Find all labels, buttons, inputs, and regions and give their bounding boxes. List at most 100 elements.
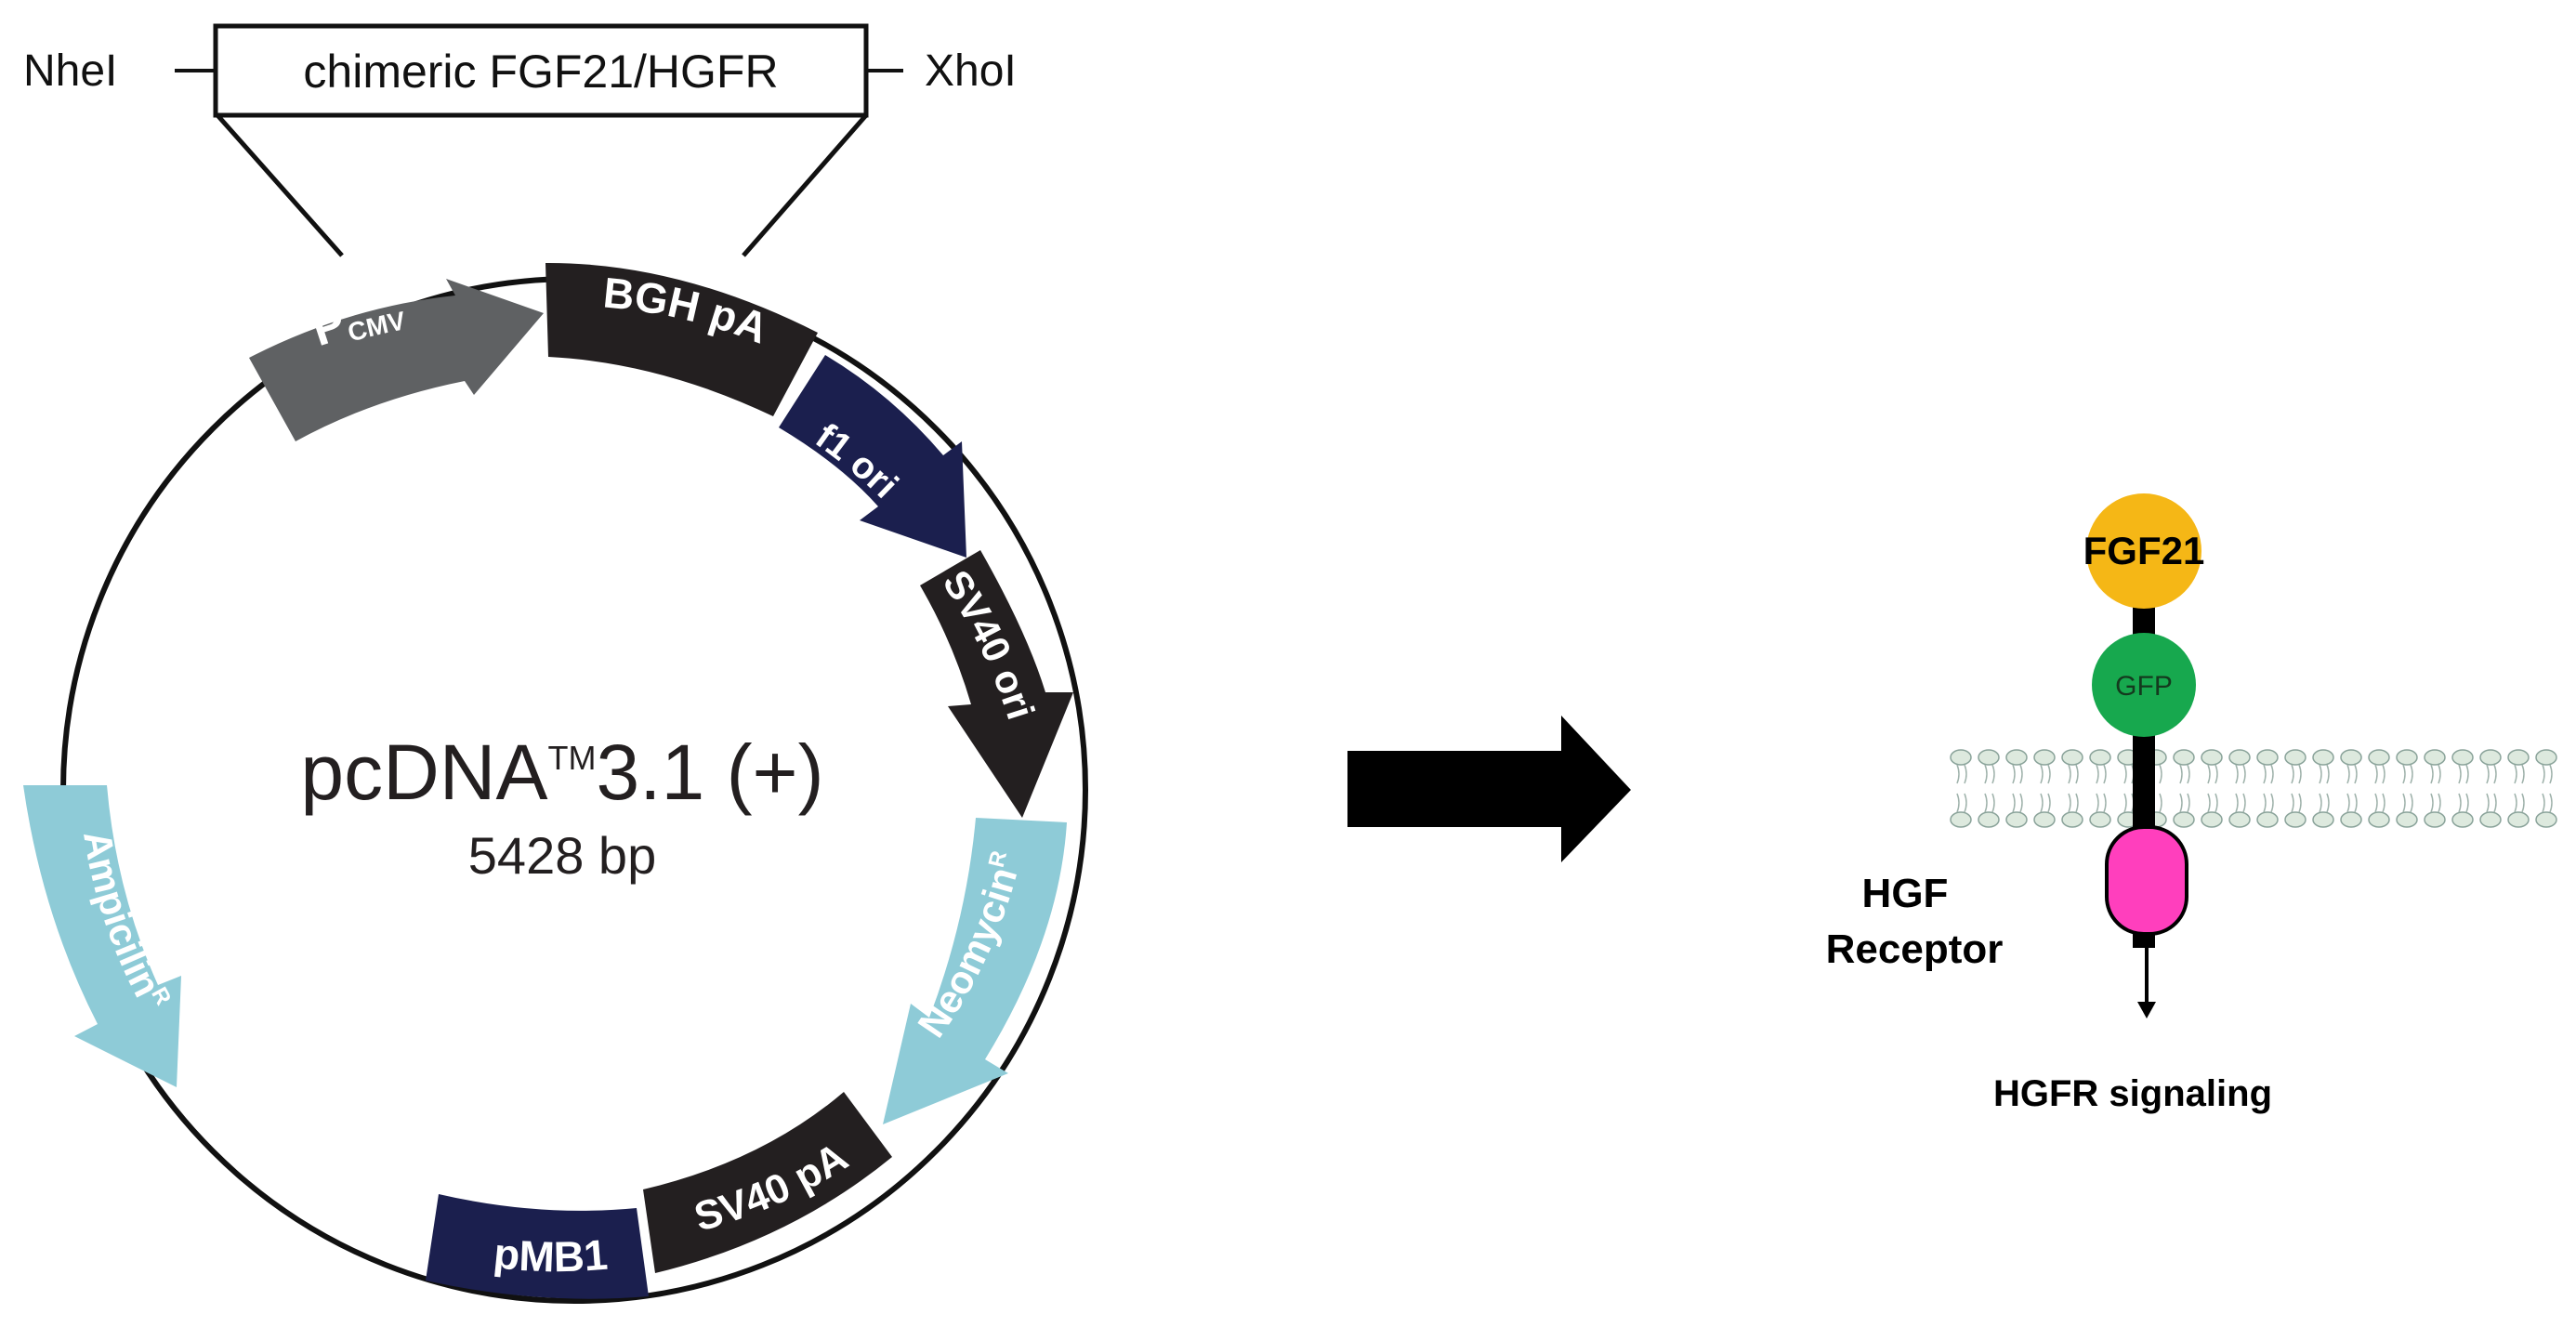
feature-sv40-pa: SV40 pA bbox=[643, 1092, 892, 1273]
phospholipid-tail bbox=[2123, 793, 2127, 813]
phospholipid-head bbox=[2340, 749, 2362, 766]
insert-box-label: chimeric FGF21/HGFR bbox=[303, 46, 778, 98]
phospholipid-tail bbox=[2486, 764, 2490, 784]
phospholipid-tail bbox=[1984, 764, 1988, 784]
phospholipid-head bbox=[2256, 811, 2279, 828]
phospholipid-tail bbox=[2465, 764, 2469, 784]
feature-neomycin: NeomycinR bbox=[883, 818, 1067, 1124]
phospholipid-head bbox=[2284, 749, 2307, 766]
phospholipid-tail bbox=[2326, 764, 2330, 784]
phospholipid-tail bbox=[2438, 764, 2441, 784]
phospholipid-tail bbox=[2207, 793, 2211, 813]
phospholipid-head bbox=[2535, 749, 2557, 766]
phospholipid-tail bbox=[2068, 793, 2071, 813]
phospholipid-tail bbox=[2207, 764, 2211, 784]
phospholipid-tail bbox=[2012, 793, 2016, 813]
phospholipid-tail bbox=[2382, 793, 2385, 813]
phospholipid-tail bbox=[2430, 793, 2434, 813]
phospholipid-tail bbox=[2179, 764, 2183, 784]
phospholipid-tail bbox=[2438, 793, 2441, 813]
phospholipid-head bbox=[2256, 749, 2279, 766]
phospholipid-tail bbox=[2458, 793, 2462, 813]
bgh-block-icon bbox=[545, 262, 818, 416]
phospholipid-tail bbox=[1984, 793, 1988, 813]
pmb1-label: pMB1 bbox=[492, 1228, 610, 1281]
phospholipid-head bbox=[2451, 749, 2474, 766]
phospholipid-tail bbox=[2040, 764, 2044, 784]
plasmid-backbone bbox=[60, 276, 1088, 1304]
phospholipid-head bbox=[2479, 811, 2502, 828]
feature-pcmv: PCMV bbox=[249, 279, 544, 441]
fgf21-label: FGF21 bbox=[2083, 529, 2205, 572]
phospholipid-head bbox=[2005, 811, 2028, 828]
feature-sv40-ori: SV40 ori bbox=[920, 550, 1073, 818]
phospholipid-tail bbox=[2346, 793, 2350, 813]
phospholipid-head bbox=[2173, 811, 2195, 828]
phospholipid-head bbox=[2368, 749, 2390, 766]
phospholipid-tail bbox=[2493, 793, 2497, 813]
neomycin-arrow-icon bbox=[883, 818, 1067, 1124]
phospholipid-tail bbox=[2075, 793, 2079, 813]
fgf21-ligand bbox=[2086, 493, 2201, 609]
pcmv-arrow-icon bbox=[249, 279, 544, 441]
insert-map: NheI chimeric FGF21/HGFR XhoI bbox=[23, 23, 1017, 257]
phospholipid-tail bbox=[2465, 793, 2469, 813]
phospholipid-tail bbox=[2458, 764, 2462, 784]
phospholipid-head bbox=[2396, 749, 2418, 766]
phospholipid-head bbox=[1950, 749, 1972, 766]
phospholipid-head bbox=[2535, 811, 2557, 828]
hgfr-intracellular-domain bbox=[2105, 825, 2188, 936]
phospholipid-tail bbox=[2270, 793, 2274, 813]
phospholipid-head bbox=[2312, 811, 2334, 828]
phospholipid-tail bbox=[2486, 793, 2490, 813]
phospholipid-tail bbox=[1964, 764, 1967, 784]
sv40-ori-arrow-icon bbox=[920, 550, 1073, 818]
phospholipid-tail bbox=[2012, 764, 2016, 784]
feature-ampicilin: AmpicilinR bbox=[23, 785, 181, 1087]
phospholipid-head bbox=[2396, 811, 2418, 828]
receptor-diagram: FGF21 GFP HGF Receptor HGFR signaling bbox=[1826, 493, 2557, 1114]
phospholipid-tail bbox=[2291, 793, 2294, 813]
hgf-receptor-label-line2: Receptor bbox=[1826, 926, 2004, 972]
phospholipid-head bbox=[2340, 811, 2362, 828]
signaling-arrowhead-icon bbox=[2137, 1002, 2156, 1018]
phospholipid-tail bbox=[2430, 764, 2434, 784]
phospholipid-head bbox=[2089, 811, 2111, 828]
phospholipid-tail bbox=[2096, 764, 2099, 784]
phospholipid-tail bbox=[1964, 793, 1967, 813]
f1-arrow-icon bbox=[779, 355, 966, 558]
gfp-tag bbox=[2092, 633, 2196, 737]
phospholipid-tail bbox=[2187, 764, 2190, 784]
phospholipid-tail bbox=[2319, 764, 2322, 784]
phospholipid-head bbox=[2451, 811, 2474, 828]
phospholipid-head bbox=[2312, 749, 2334, 766]
ampicilin-arrow-icon bbox=[23, 785, 181, 1087]
phospholipid-tail bbox=[2402, 764, 2406, 784]
phospholipid-tail bbox=[2263, 764, 2267, 784]
phospholipid-head bbox=[2507, 749, 2530, 766]
phospholipid-tail bbox=[2215, 764, 2218, 784]
phospholipid-tail bbox=[2040, 793, 2044, 813]
plasmid-size: 5428 bp bbox=[468, 826, 656, 885]
phospholipid-tail bbox=[2242, 764, 2246, 784]
sv40-pa-block-icon bbox=[643, 1092, 892, 1273]
phospholipid-tail bbox=[2019, 793, 2023, 813]
phospholipid-tail bbox=[2549, 793, 2553, 813]
phospholipid-tail bbox=[2319, 793, 2322, 813]
phospholipid-tail bbox=[2374, 764, 2378, 784]
phospholipid-tail bbox=[2514, 764, 2517, 784]
phospholipid-tail bbox=[2019, 764, 2023, 784]
phospholipid-tail bbox=[2374, 793, 2378, 813]
phospholipid-tail bbox=[2242, 793, 2246, 813]
feature-pmb1: pMB1 bbox=[426, 1194, 649, 1299]
insert-box bbox=[213, 23, 869, 118]
phospholipid-tail bbox=[2270, 764, 2274, 784]
phospholipid-head bbox=[2424, 811, 2446, 828]
phospholipid-head bbox=[2284, 811, 2307, 828]
phospholipid-head bbox=[1978, 811, 2000, 828]
phospholipid-tail bbox=[2187, 793, 2190, 813]
phospholipid-head bbox=[2089, 749, 2111, 766]
phospholipid-head bbox=[2507, 811, 2530, 828]
phospholipid-tail bbox=[2159, 764, 2162, 784]
